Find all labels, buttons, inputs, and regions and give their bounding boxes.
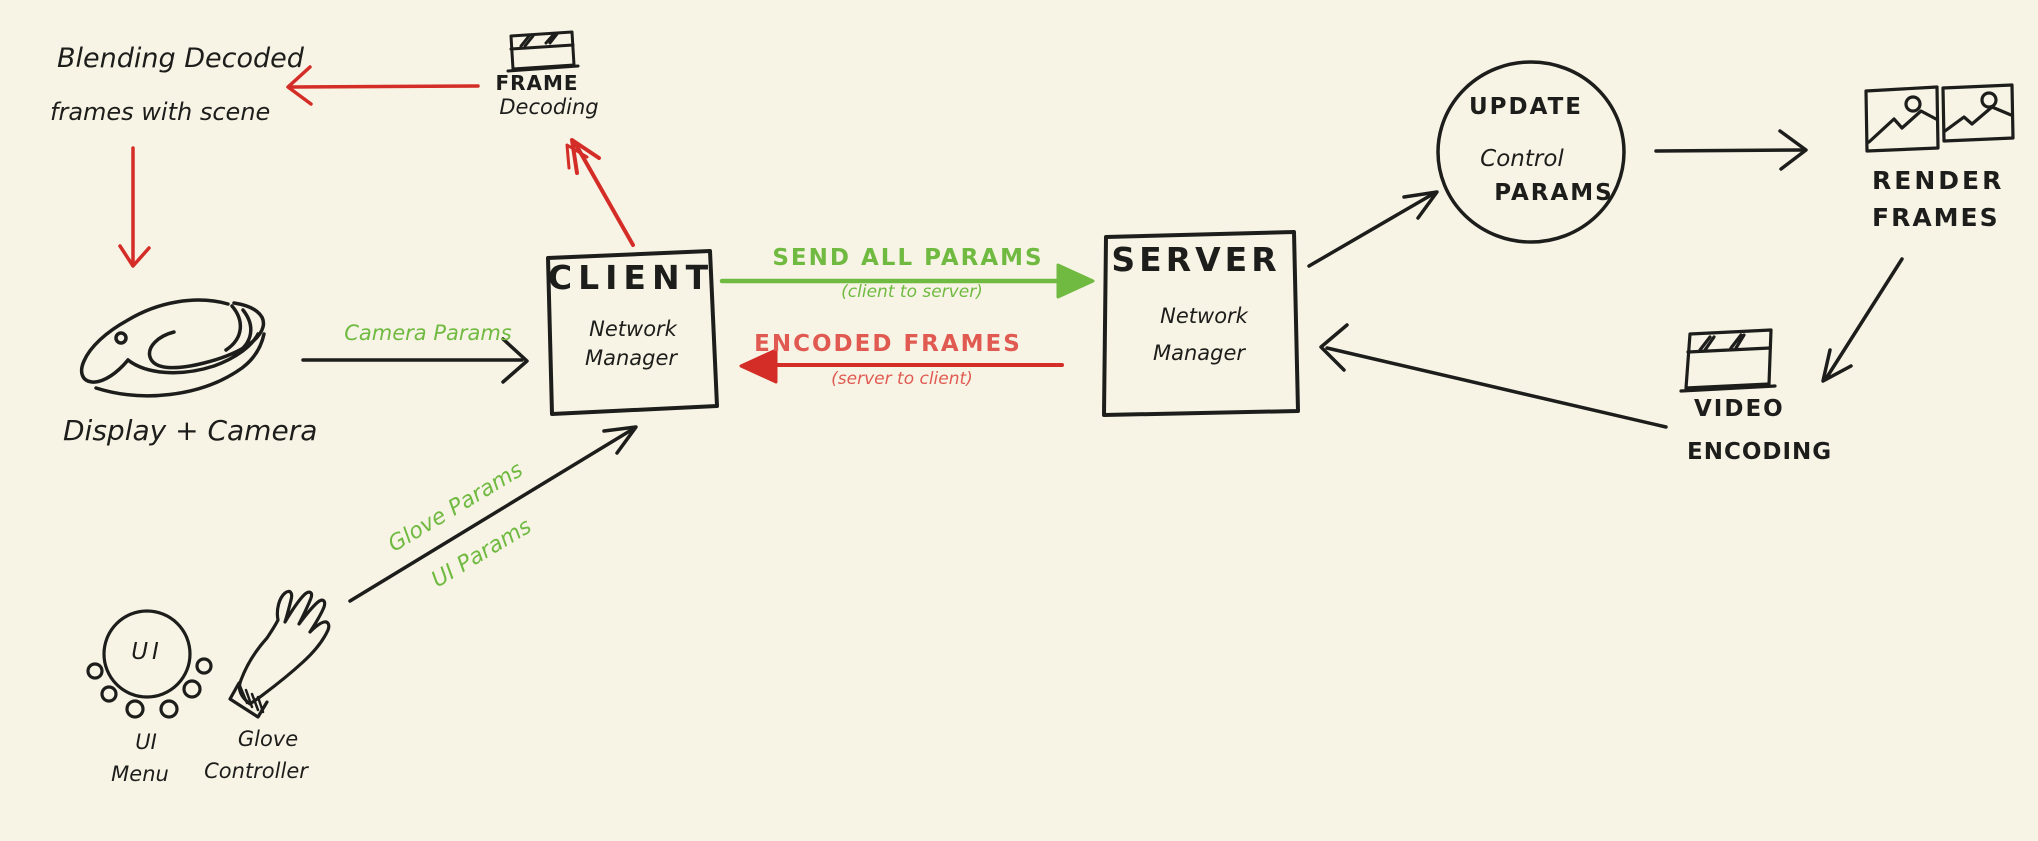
display-camera-label: Display + Camera bbox=[63, 414, 318, 447]
edge-send-all-params bbox=[719, 263, 1095, 299]
arrow-controllers-to-client bbox=[348, 425, 638, 603]
ui-menu-line1: UI bbox=[135, 730, 157, 754]
update-params-circle bbox=[1436, 60, 1626, 244]
clapperboard-icon-frame-decoding bbox=[506, 30, 580, 73]
server-subtitle2: Manager bbox=[1152, 341, 1246, 365]
ui-dial-badge: UI bbox=[131, 639, 163, 665]
client-title: CLIENT bbox=[547, 258, 715, 297]
arrow-blending-to-display bbox=[118, 146, 151, 268]
arrow-decoding-to-blending bbox=[286, 65, 480, 106]
client-subtitle1: Network bbox=[589, 317, 677, 341]
send-all-params-label: SEND ALL PARAMS bbox=[772, 245, 1044, 271]
video-encoding-line2: ENCODING bbox=[1687, 439, 1833, 465]
arrow-server-to-update bbox=[1307, 190, 1439, 268]
server-title: SERVER bbox=[1111, 240, 1281, 279]
arrow-display-to-client bbox=[301, 337, 529, 384]
server-subtitle1: Network bbox=[1160, 304, 1248, 328]
picture-frames-icon bbox=[1864, 83, 2015, 153]
frame-decoding-label-line2: Decoding bbox=[499, 95, 599, 119]
render-frames-line2: FRAMES bbox=[1872, 203, 2000, 232]
camera-params-label: Camera Params bbox=[344, 321, 512, 345]
server-box bbox=[1102, 230, 1300, 417]
update-params-line2: Control bbox=[1480, 146, 1564, 172]
clapperboard-icon-video-encoding bbox=[1679, 328, 1777, 393]
arrow-client-to-decoding bbox=[565, 138, 635, 247]
video-encoding-line1: VIDEO bbox=[1694, 396, 1785, 422]
ui-dial-icon bbox=[86, 609, 213, 719]
blending-label-line2: frames with scene bbox=[50, 98, 271, 126]
ui-menu-line2: Menu bbox=[111, 762, 169, 786]
render-frames-line1: RENDER bbox=[1872, 166, 2005, 195]
update-params-line1: UPDATE bbox=[1468, 94, 1584, 120]
client-box bbox=[546, 249, 719, 416]
send-all-params-sublabel: (client to server) bbox=[841, 282, 983, 302]
vr-headset-icon bbox=[79, 298, 266, 398]
update-params-line3: PARAMS bbox=[1494, 180, 1614, 206]
client-subtitle2: Manager bbox=[584, 346, 678, 370]
glove-hand-icon bbox=[228, 589, 331, 719]
encoded-frames-label: ENCODED FRAMES bbox=[754, 331, 1022, 357]
arrow-update-to-render bbox=[1654, 129, 1808, 171]
glove-controller-line2: Controller bbox=[204, 759, 308, 783]
edge-encoded-frames bbox=[739, 348, 1064, 384]
encoded-frames-sublabel: (server to client) bbox=[831, 369, 973, 389]
arrow-video-to-server bbox=[1319, 323, 1668, 429]
blending-label-line1: Blending Decoded bbox=[57, 43, 304, 74]
frame-decoding-label-line1: FRAME bbox=[495, 71, 579, 95]
glove-controller-line1: Glove bbox=[237, 727, 299, 751]
arrow-render-to-video bbox=[1821, 257, 1904, 383]
